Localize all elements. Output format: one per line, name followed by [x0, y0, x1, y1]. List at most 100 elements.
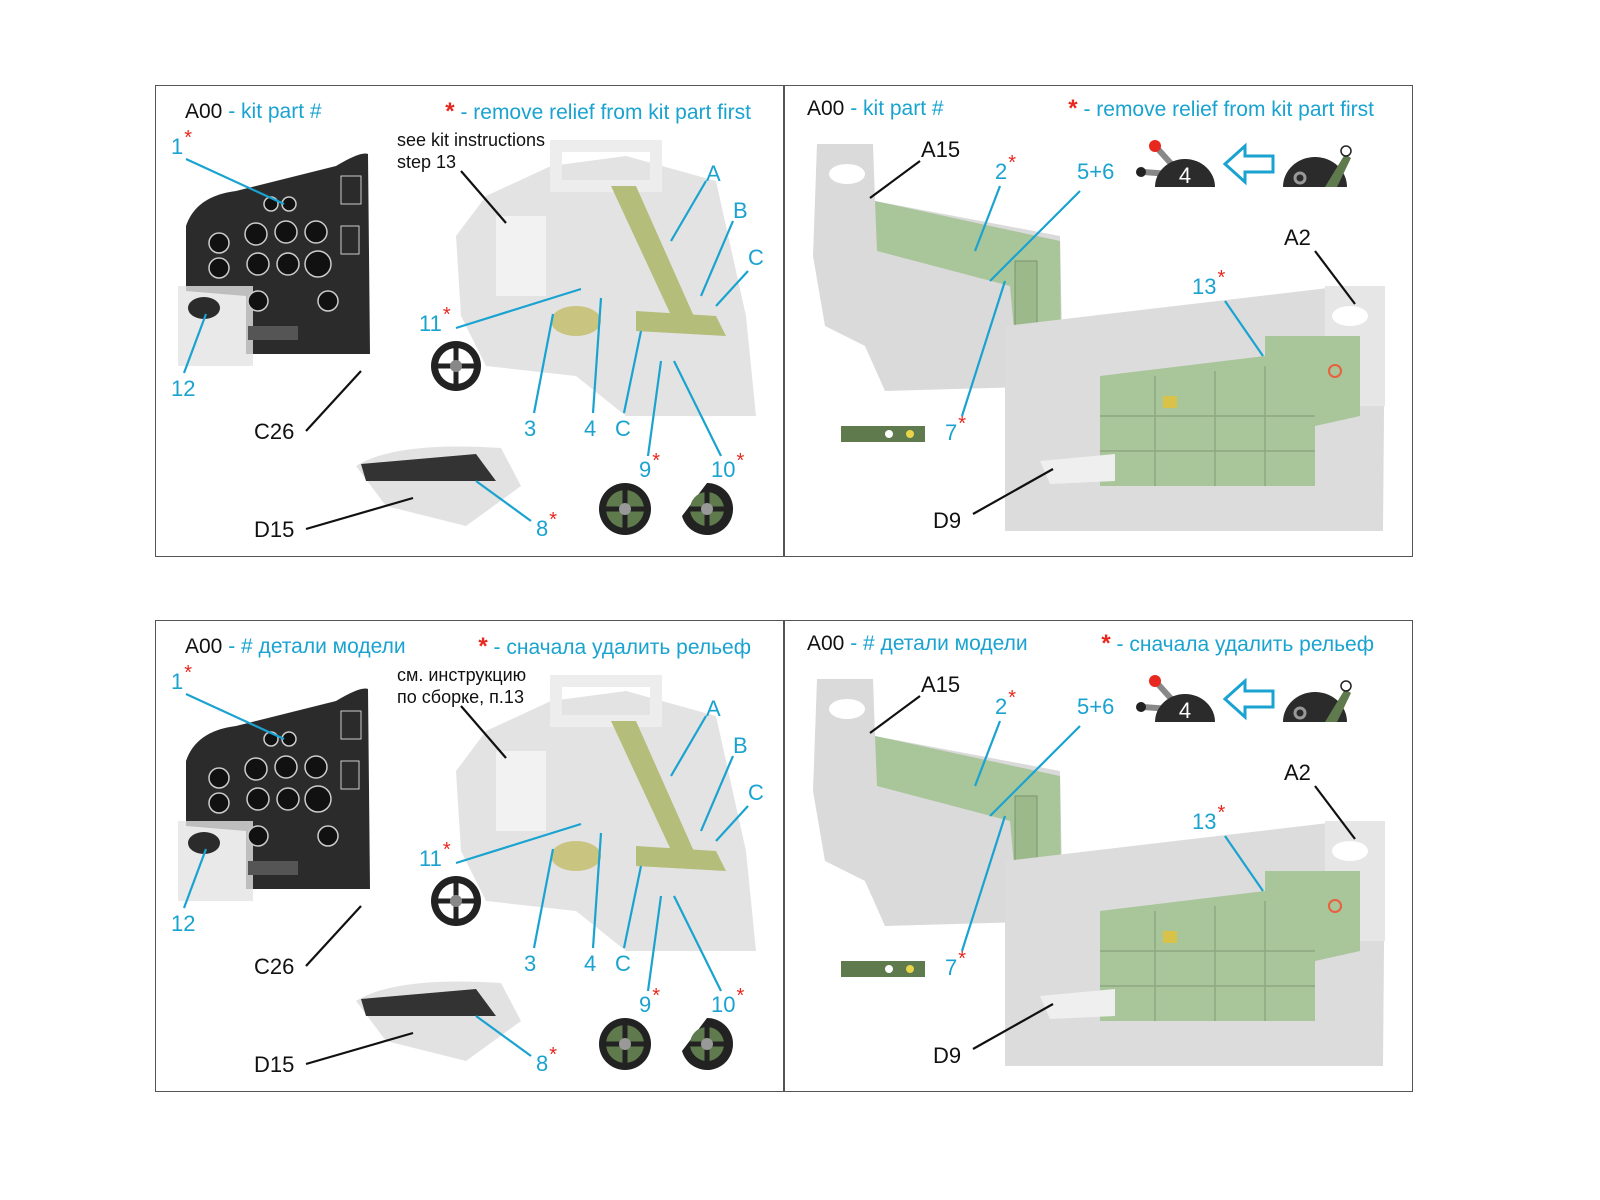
callout-3: 3	[524, 416, 537, 441]
wheel-icon	[431, 876, 481, 926]
callout-d15: D15	[254, 1052, 295, 1077]
callout-9: 9*	[639, 451, 660, 482]
callout-1: 1*	[171, 663, 192, 694]
callout-a2: A2	[1284, 225, 1311, 250]
callout-text: 8	[536, 516, 549, 541]
callout-a2: A2	[1284, 760, 1311, 785]
relief-note: - сначала удалить рельеф	[1116, 633, 1374, 656]
callout-4: 4	[584, 416, 597, 441]
throttle-lever-icon: 4	[1136, 675, 1215, 723]
callout-2: 2*	[995, 688, 1016, 719]
legend: A00 - kit part #	[807, 98, 944, 119]
callout-d15: D15	[254, 517, 295, 542]
part-code: A00	[185, 100, 223, 123]
callout-text: *	[1217, 802, 1226, 824]
callout-text: *	[1217, 267, 1226, 289]
callout-1: 1*	[171, 128, 192, 159]
callout-text: 2	[995, 694, 1008, 719]
instruction-panel-right: 4 A00 - kit part # * - remove relief fro…	[784, 85, 1413, 557]
parts-illustration	[178, 140, 756, 535]
callout-13: 13*	[1192, 803, 1225, 833]
arrow-left-icon	[1222, 142, 1275, 186]
legend-text: - kit part #	[850, 97, 944, 120]
callout-8: 8*	[536, 1045, 557, 1076]
a2-decal-panel	[1100, 336, 1360, 486]
callout-c26: C26	[254, 954, 295, 979]
relief-note: - remove relief from kit part first	[460, 101, 751, 124]
callout-13: 13*	[1192, 268, 1225, 299]
callout-7: 7*	[945, 414, 966, 445]
callout-text: 10	[711, 457, 736, 482]
callout-text: 9	[639, 457, 652, 482]
wheel-green-icon	[599, 1018, 651, 1070]
lever-gear-icon	[1283, 145, 1352, 187]
callout-text: *	[652, 985, 661, 1007]
legend: A00 - kit part #	[185, 101, 322, 122]
kit-instructions-note: см. инструкцию по сборке, п.13	[397, 665, 527, 707]
relief-legend: * - сначала удалить рельеф	[1101, 632, 1374, 656]
callout-12: 12	[171, 376, 196, 401]
parts-illustration	[178, 675, 756, 1070]
callout-8: 8*	[536, 510, 557, 541]
kit-instructions-note: see kit instructions step 13	[397, 130, 546, 172]
callout-text: *	[184, 127, 193, 149]
callout-text: *	[652, 450, 661, 472]
throttle-lever-icon: 4	[1136, 140, 1215, 188]
strip-decal-7	[841, 961, 925, 977]
callout-text: 11	[419, 846, 442, 871]
legend: A00 - # детали модели	[807, 633, 1028, 654]
asterisk-icon: *	[445, 98, 455, 125]
d15-part	[361, 454, 496, 481]
callout-text: *	[442, 304, 451, 326]
callout-a: A	[706, 161, 721, 186]
wheel-icon	[431, 341, 481, 391]
arrow-left-icon	[1222, 677, 1275, 721]
callout-text: *	[958, 948, 967, 970]
legend-text: - # детали модели	[850, 632, 1028, 655]
wheel-partial-icon	[682, 482, 734, 535]
instruction-panel-left: A00 - kit part # * - remove relief from …	[155, 85, 784, 557]
callout-text: *	[736, 985, 745, 1007]
instruction-panel-left: A00 - # детали модели * - сначала удалит…	[155, 620, 784, 1092]
callout-a: A	[706, 696, 721, 721]
callout-text: 13	[1192, 274, 1217, 299]
callout-7: 7*	[945, 949, 966, 980]
d15-part	[361, 989, 496, 1016]
callout-a15: A15	[921, 672, 961, 697]
callout-text: *	[958, 413, 967, 435]
callout-text: 2	[995, 159, 1008, 184]
callout-b: B	[733, 198, 748, 223]
instruction-panel-right: 4 A00 - # детали модели * - сначала удал…	[784, 620, 1413, 1092]
callout-4: 4	[584, 951, 597, 976]
relief-legend: * - remove relief from kit part first	[445, 100, 751, 124]
a2-decal-panel	[1100, 871, 1360, 1021]
callout-text: 8	[536, 1051, 549, 1076]
parts-illustration: 4	[813, 675, 1385, 1066]
callout-text: *	[549, 1044, 558, 1066]
callout-text: 11	[419, 311, 442, 336]
part-code: A00	[185, 635, 223, 658]
strip-decal-7	[841, 426, 925, 442]
callout-c26: C26	[254, 419, 295, 444]
relief-note: - сначала удалить рельеф	[493, 636, 751, 659]
callout-text: 1	[171, 134, 184, 159]
callout-text: *	[736, 450, 745, 472]
callout-text: *	[1008, 152, 1017, 174]
callout-text: *	[1008, 687, 1017, 709]
asterisk-icon: *	[1068, 95, 1078, 122]
parts-illustration: 4	[813, 140, 1385, 531]
lever-gear-icon	[1283, 680, 1352, 722]
relief-note: - remove relief from kit part first	[1083, 98, 1374, 121]
callout-d9: D9	[933, 508, 962, 533]
callout-c: C	[748, 245, 764, 270]
callout-10: 10*	[711, 451, 744, 482]
callout-2: 2*	[995, 153, 1016, 184]
callout-c-lower: C	[615, 951, 631, 976]
callout-3: 3	[524, 951, 537, 976]
wheel-partial-icon	[682, 1018, 734, 1070]
callout-text: 7	[945, 955, 958, 980]
callout-11: 11*	[419, 840, 451, 871]
callout-text: 1	[171, 669, 184, 694]
wheel-green-icon	[599, 483, 651, 535]
callout-text: 7	[945, 420, 958, 445]
